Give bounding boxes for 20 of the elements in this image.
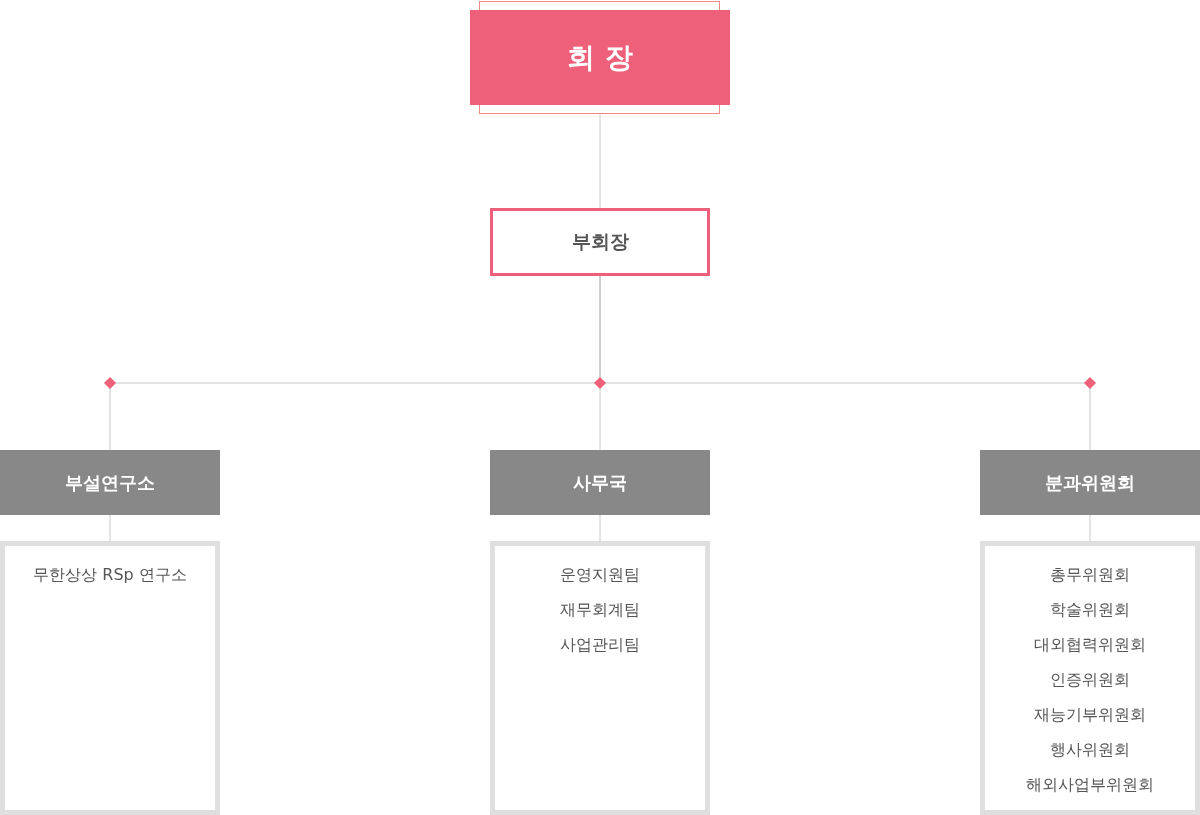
connector-line: [599, 275, 1091, 451]
list-item: 무한상상 RSp 연구소: [33, 564, 187, 586]
list-item: 재무회계팀: [560, 599, 640, 621]
vice-chair-box: 부회장: [490, 208, 710, 276]
department-box: 부설연구소: [0, 450, 220, 515]
list-box: [980, 541, 1200, 815]
list-item: 인증위원회: [1050, 669, 1130, 691]
list-item: 운영지원팀: [560, 564, 640, 586]
list-item: 사업관리팀: [560, 634, 640, 656]
department-box: 분과위원회: [980, 450, 1200, 515]
list-item: 총무위원회: [1050, 564, 1130, 586]
list-item: 해외사업부위원회: [1026, 774, 1154, 796]
chairman-box: 회 장: [470, 1, 730, 114]
list-item: 행사위원회: [1050, 739, 1130, 761]
list-box: [490, 541, 710, 815]
department-box: 사무국: [490, 450, 710, 515]
list-box: [0, 541, 220, 815]
list-item: 재능기부위원회: [1034, 704, 1146, 726]
list-item: 대외협력위원회: [1034, 634, 1146, 656]
list-item: 학술위원회: [1050, 599, 1130, 621]
